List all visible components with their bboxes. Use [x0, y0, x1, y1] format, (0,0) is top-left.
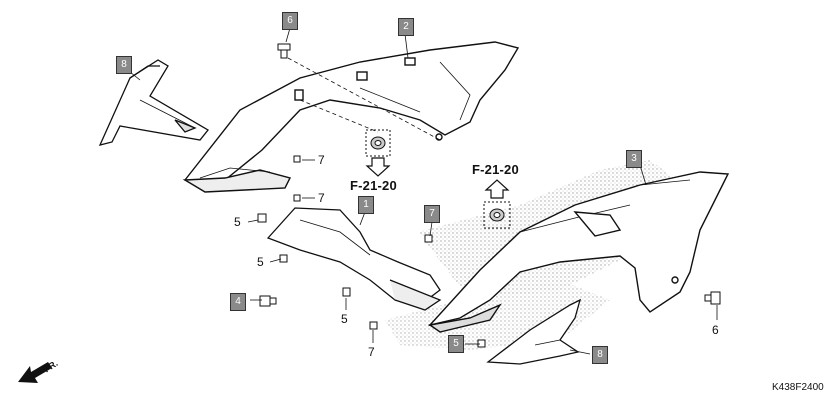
part-3-right-cowl: [427, 171, 730, 333]
callout-1: 1: [358, 196, 374, 214]
grommet-right: [483, 179, 511, 229]
callout-3: 3: [626, 150, 642, 168]
callout-8-right: 8: [592, 346, 608, 364]
label-5-a: 5: [234, 215, 241, 229]
label-7-c: 7: [368, 345, 375, 359]
front-arrow-icon: [18, 362, 52, 383]
label-7-b: 7: [318, 191, 325, 205]
figure-code: K438F2400: [772, 382, 824, 393]
label-6-right: 6: [712, 323, 719, 337]
clip-small: [257, 155, 486, 348]
leader-lines: [129, 27, 718, 355]
label-5-b: 5: [257, 255, 264, 269]
callout-8-left: 8: [116, 56, 132, 74]
reference-left: F-21-20: [350, 178, 397, 193]
reference-right: F-21-20: [472, 162, 519, 177]
fastener-6-top: [277, 43, 291, 59]
part-2-side-cowl: [182, 41, 520, 193]
callout-2: 2: [398, 18, 414, 36]
fastener-6-right: [704, 291, 721, 305]
part-1-inner-panel: [266, 207, 442, 311]
callout-5-lower: 5: [448, 335, 464, 353]
part-8-left-panel: [98, 59, 209, 146]
fastener-4: [259, 295, 277, 307]
callout-6-top: 6: [282, 12, 298, 30]
label-5-c: 5: [341, 312, 348, 326]
callout-4: 4: [230, 293, 246, 311]
grommet-left: [365, 129, 391, 177]
callout-7-mid: 7: [424, 205, 440, 223]
part-8-right-panel: [486, 298, 582, 365]
label-7-a: 7: [318, 153, 325, 167]
